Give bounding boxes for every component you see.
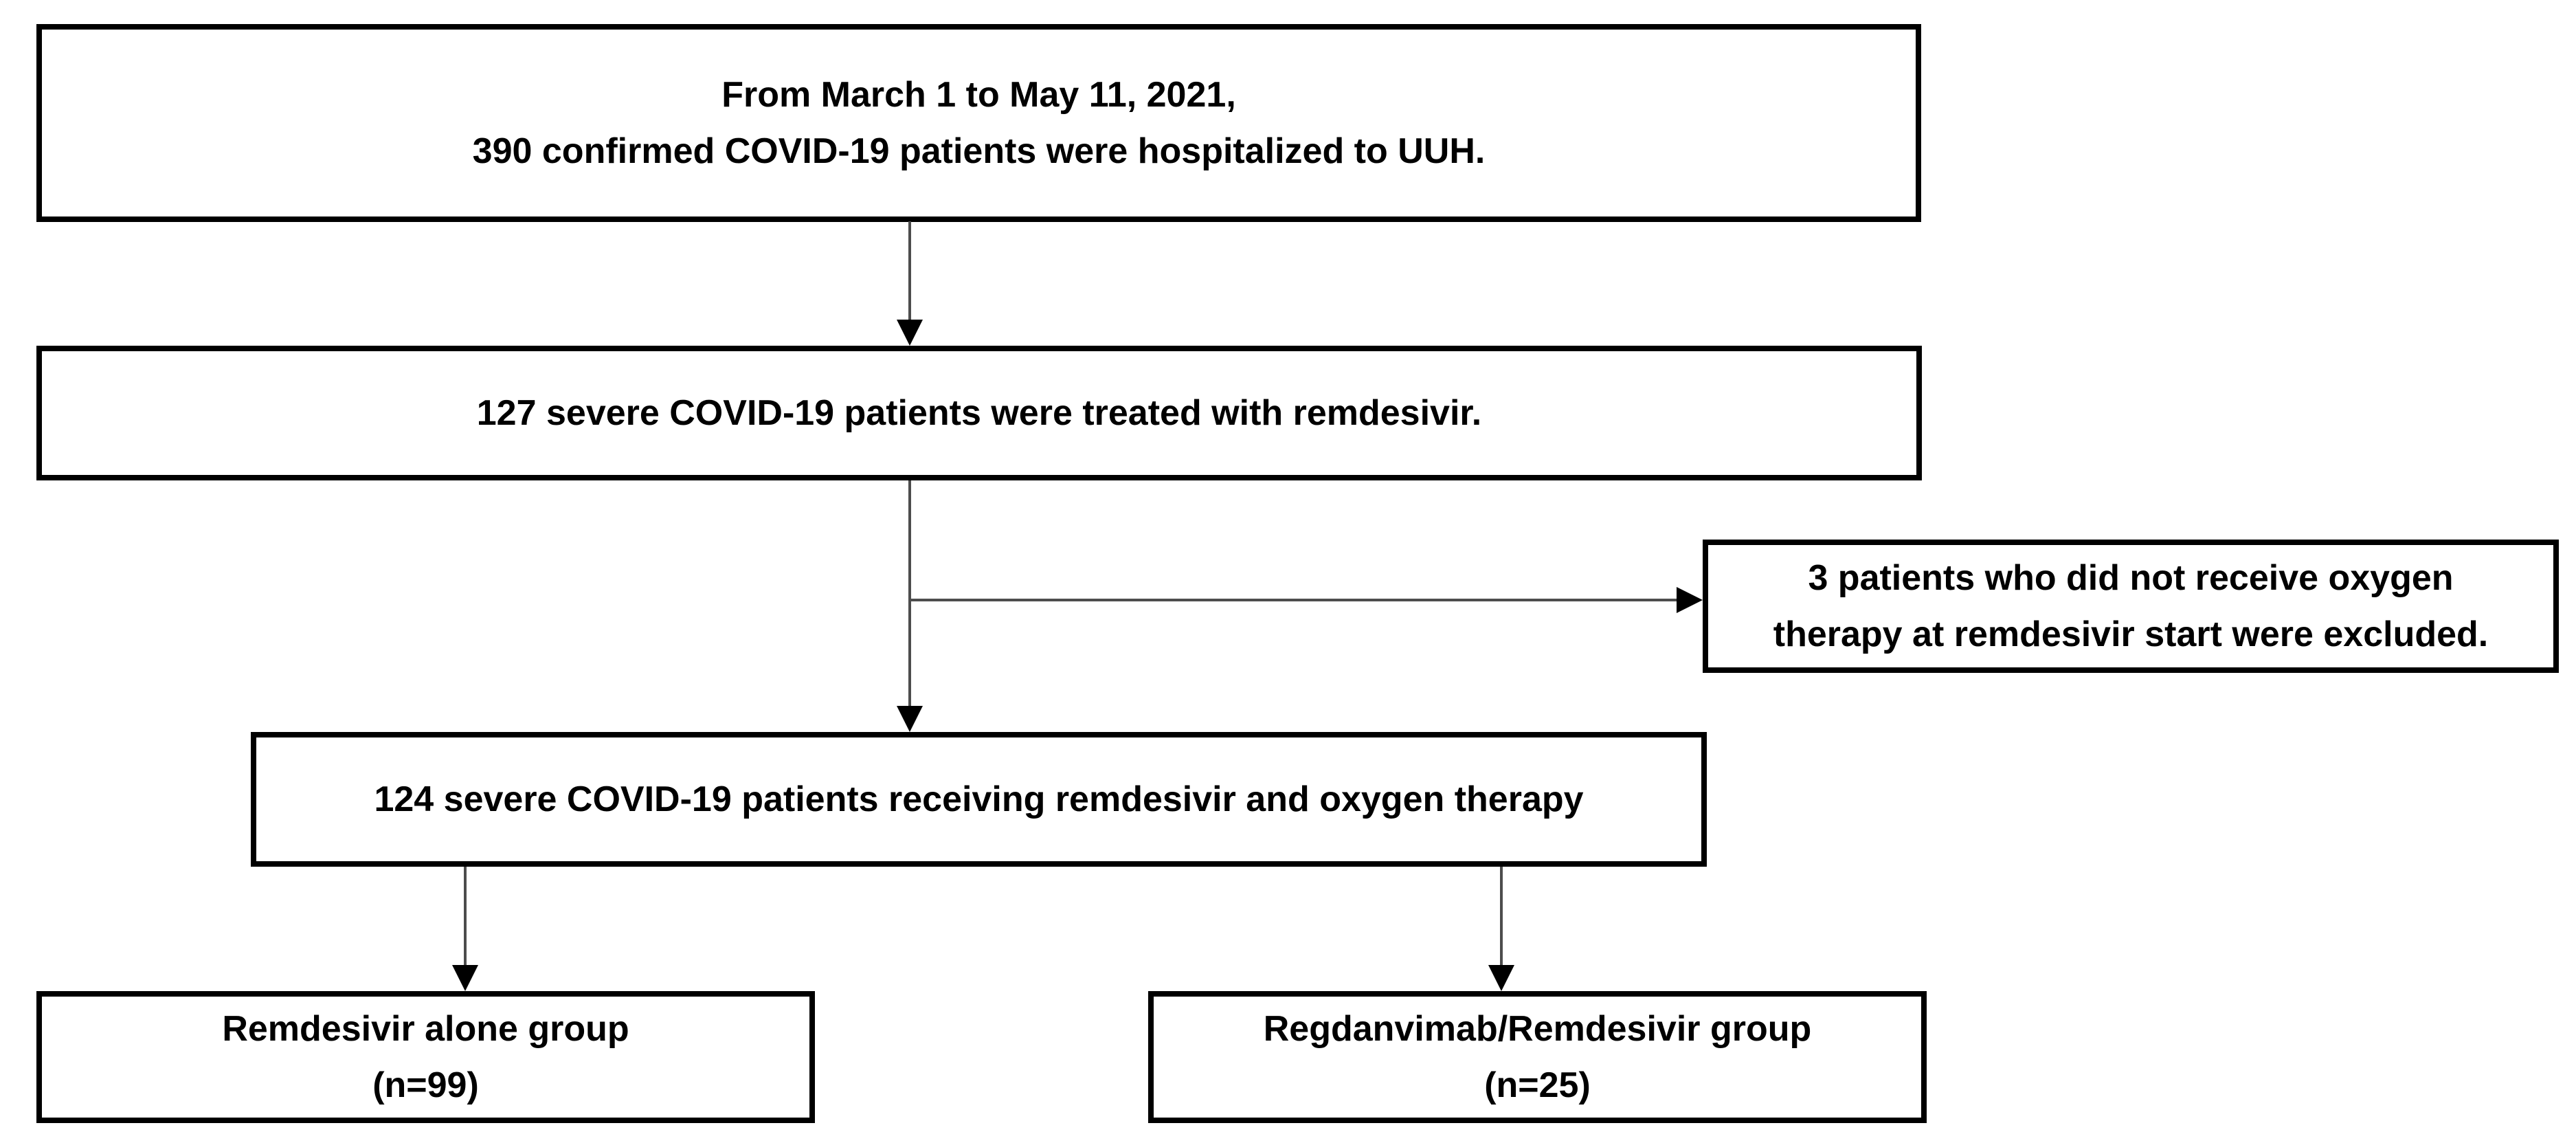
arrow-branch-to-excluded-stem [910, 599, 1678, 601]
box-receiving-oxygen: 124 severe COVID-19 patients receiving r… [251, 732, 1707, 867]
box-remdesivir-alone-group: Remdesivir alone group (n=99) [36, 991, 815, 1123]
box-combo-line1: Regdanvimab/Remdesivir group [1263, 1009, 1812, 1049]
box-hospitalized-cohort: From March 1 to May 11, 2021, 390 confir… [36, 24, 1921, 222]
arrow-branch-to-excluded-head [1677, 587, 1703, 613]
box-remdesivir-treated: 127 severe COVID-19 patients were treate… [36, 346, 1922, 480]
box-excluded-text: 3 patients who did not receive oxygen th… [1773, 550, 2488, 663]
box-excluded-line2: therapy at remdesivir start were exclude… [1773, 614, 2489, 654]
box-receiving-text: 124 severe COVID-19 patients receiving r… [374, 771, 1583, 828]
box-excluded-patients: 3 patients who did not receive oxygen th… [1703, 540, 2559, 673]
box-treated-text: 127 severe COVID-19 patients were treate… [477, 385, 1481, 441]
box-receiving-line1: 124 severe COVID-19 patients receiving r… [374, 779, 1584, 819]
arrow-treated-to-receiving-head [897, 706, 923, 732]
box-alone-text: Remdesivir alone group (n=99) [222, 1001, 629, 1113]
arrow-hospitalized-to-treated-stem [908, 221, 911, 321]
box-combo-text: Regdanvimab/Remdesivir group (n=25) [1264, 1001, 1812, 1113]
arrow-receiving-to-alone-stem [464, 867, 467, 966]
box-treated-line1: 127 severe COVID-19 patients were treate… [476, 393, 1482, 433]
arrow-hospitalized-to-treated-head [897, 320, 923, 346]
box-regdanvimab-remdesivir-group: Regdanvimab/Remdesivir group (n=25) [1148, 991, 1927, 1123]
box-hospitalized-line2: 390 confirmed COVID-19 patients were hos… [472, 131, 1486, 171]
box-alone-line1: Remdesivir alone group [222, 1009, 629, 1049]
arrow-receiving-to-alone-head [452, 965, 478, 991]
box-hospitalized-line1: From March 1 to May 11, 2021, [721, 75, 1236, 115]
box-alone-line2: (n=99) [372, 1065, 479, 1105]
box-combo-line2: (n=25) [1484, 1065, 1591, 1105]
box-hospitalized-text: From March 1 to May 11, 2021, 390 confir… [473, 67, 1486, 179]
box-excluded-line1: 3 patients who did not receive oxygen [1808, 558, 2454, 598]
arrow-receiving-to-combo-head [1488, 965, 1514, 991]
arrow-receiving-to-combo-stem [1500, 867, 1503, 966]
arrow-treated-to-receiving-stem [908, 480, 911, 707]
